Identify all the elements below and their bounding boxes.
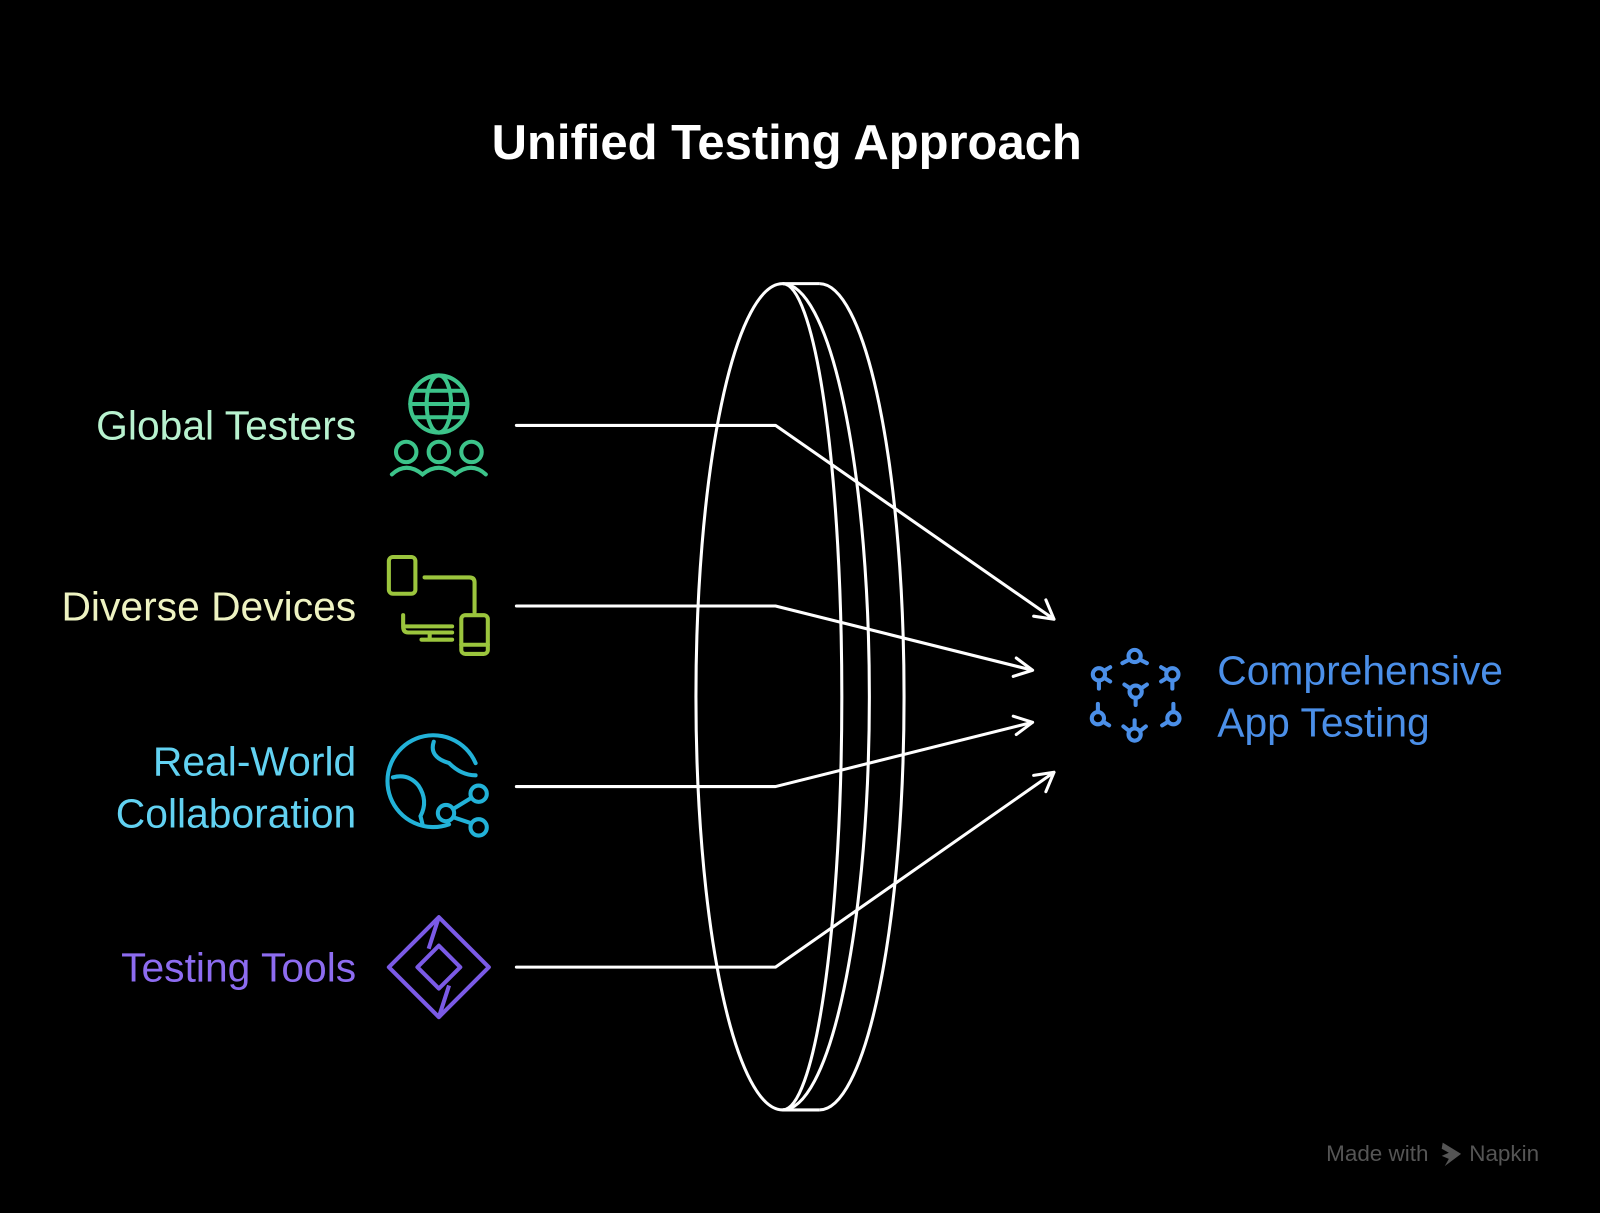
output-label-line1: Comprehensive (1217, 648, 1503, 694)
globe-people-icon (389, 373, 488, 478)
label-global-testers: Global Testers (96, 403, 356, 449)
watermark-brand: Napkin (1469, 1141, 1539, 1166)
globe-share-icon (385, 733, 489, 838)
label-real-world: Real-World (153, 738, 356, 784)
connector-real-world (514, 714, 1035, 789)
label-testing-tools: Testing Tools (121, 944, 356, 990)
lens (694, 282, 906, 1112)
connector-global-testers (514, 423, 1056, 621)
label-collaboration: Collaboration (116, 790, 356, 836)
napkin-logo-icon (1441, 1142, 1462, 1167)
label-diverse-devices: Diverse Devices (61, 583, 356, 629)
connector-testing-tools (514, 770, 1056, 969)
diamond-tool-icon (386, 915, 491, 1020)
diagram-title: Unified Testing Approach (492, 116, 1082, 170)
watermark-prefix: Made with (1326, 1141, 1428, 1166)
connector-diverse-devices (514, 604, 1035, 678)
devices-icon (386, 554, 490, 656)
network-nodes-icon (1089, 647, 1182, 743)
output-label-line2: App Testing (1217, 700, 1429, 746)
